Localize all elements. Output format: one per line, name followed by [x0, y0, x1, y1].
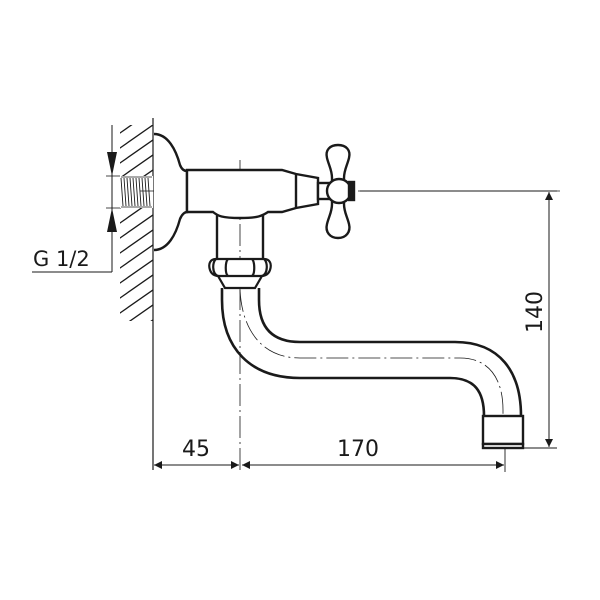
union-nut — [208, 257, 272, 290]
outlet-stem — [215, 214, 265, 258]
dimension-140: 140 — [523, 192, 553, 447]
dimension-170: 170 — [242, 437, 504, 469]
dimension-170-label: 170 — [337, 437, 379, 462]
aerator-nozzle — [481, 414, 525, 450]
spout — [220, 288, 523, 417]
dimension-140-label: 140 — [523, 291, 548, 333]
arrow-up-icon — [107, 208, 117, 232]
dimension-45: 45 — [154, 437, 239, 469]
arrow-down-icon — [107, 152, 117, 176]
thread-size-label: G 1/2 — [33, 247, 90, 271]
dimension-45-label: 45 — [182, 437, 210, 462]
thread-dimension: G 1/2 — [32, 125, 120, 273]
cross-handle — [325, 143, 356, 240]
valve-body — [185, 168, 332, 220]
wall — [120, 118, 154, 470]
flange — [153, 132, 189, 252]
threaded-connector — [120, 176, 152, 208]
extension-lines — [360, 190, 557, 472]
